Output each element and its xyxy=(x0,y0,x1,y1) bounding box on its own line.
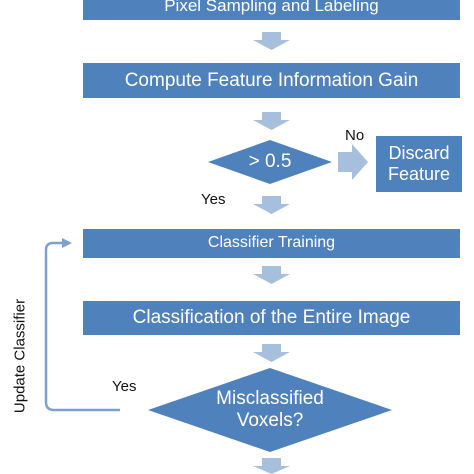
update-loop-arrowhead xyxy=(62,238,72,248)
misclassified-label: Misclassified Voxels? xyxy=(216,388,324,431)
update-loop-line xyxy=(44,241,120,412)
down-arrow-1 xyxy=(253,32,290,50)
update-classifier-text: Update Classifier xyxy=(11,298,29,414)
classification-label: Classification of the Entire Image xyxy=(132,307,411,329)
compute-gain-box: Compute Feature Information Gain xyxy=(83,63,460,98)
no-label: No xyxy=(345,127,365,144)
pixel-sampling-box: Pixel Sampling and Labeling xyxy=(83,0,460,20)
classifier-training-label: Classifier Training xyxy=(207,234,336,252)
classifier-training-box: Classifier Training xyxy=(83,229,460,258)
down-arrow-2 xyxy=(253,112,290,130)
discard-feature-box: Discard Feature xyxy=(376,136,462,192)
right-arrow-discard xyxy=(338,144,368,180)
yes-label-threshold: Yes xyxy=(201,191,226,208)
compute-gain-label: Compute Feature Information Gain xyxy=(124,69,419,91)
misclassified-diamond xyxy=(148,368,392,452)
yes-label-misclassified: Yes xyxy=(112,378,137,395)
classification-box: Classification of the Entire Image xyxy=(83,301,460,335)
down-arrow-5 xyxy=(253,344,290,362)
threshold-label: > 0.5 xyxy=(248,151,292,173)
down-arrow-4 xyxy=(253,266,290,284)
down-arrow-3 xyxy=(253,196,290,214)
down-arrow-6 xyxy=(253,458,290,474)
pixel-sampling-label: Pixel Sampling and Labeling xyxy=(164,0,379,16)
threshold-diamond xyxy=(208,140,332,184)
discard-feature-label: Discard Feature xyxy=(387,143,451,184)
